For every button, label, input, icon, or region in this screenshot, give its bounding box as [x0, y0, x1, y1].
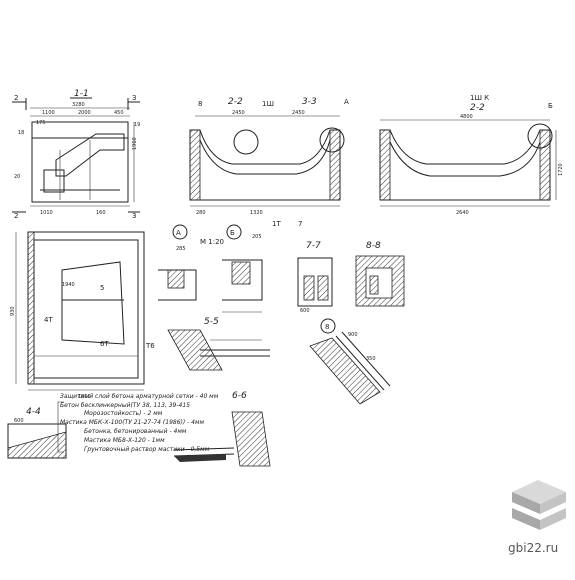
dim-1940: 1940: [62, 282, 75, 288]
section-6-6-title: 6-6: [232, 391, 247, 401]
detail-a-b: А М 1:20 Б 285 205: [158, 224, 263, 313]
dim-1320: 1320: [250, 210, 263, 216]
tag-8-top: 8: [198, 100, 202, 108]
section-2-2-right-title: 2-2: [470, 103, 485, 113]
section-6-6: 6-6: [173, 391, 271, 467]
dim-2000: 2000: [78, 110, 91, 116]
tag-19: 19: [134, 122, 140, 128]
scale-label: М 1:20: [200, 238, 224, 246]
dim-600-b: 600: [14, 418, 24, 424]
plan-view: 1940 4Т 5 6Т Т6 1800 930: [10, 231, 155, 400]
tag-7-top: 7: [298, 220, 302, 228]
callout-b-top: Б: [548, 102, 553, 110]
tag-1t: 1Т: [272, 220, 281, 228]
mark-3-top: 3: [132, 94, 136, 102]
section-2-2-title: 2-2: [228, 97, 243, 107]
dim-175: 175: [36, 120, 46, 126]
mark-3-bottom: 3: [132, 212, 136, 220]
notes-block: Защитный слой бетона арматурной сетки - …: [57, 393, 219, 453]
dim-205: 205: [252, 234, 262, 240]
section-1-1: 1-1 2 3 3280 1100 2000 450 175 18 19 20 …: [12, 89, 140, 220]
dim-4800: 4800: [460, 114, 473, 120]
dim-1800: 1800: [78, 394, 91, 400]
dim-2450-b: 2450: [292, 110, 305, 116]
callout-a-top: А: [344, 98, 349, 106]
section-1-1-title: 1-1: [74, 89, 89, 99]
dim-1010: 1010: [40, 210, 53, 216]
tag-6t: 6Т: [100, 340, 109, 348]
note-6: Мастика МБ8-Х-120 - 1мм: [84, 437, 165, 444]
note-4: Мастика МБК-Х-100(ТУ 21-27-74 (1986)) - …: [60, 419, 205, 426]
tag-5: 5: [100, 284, 104, 292]
dim-900: 900: [348, 332, 358, 338]
dim-1100: 1100: [42, 110, 55, 116]
note-2: Бетон бесклинкерный(ТУ 38, 113, 39-415: [60, 402, 190, 409]
section-5-5-title: 5-5: [204, 317, 219, 327]
callout-b-detail: Б: [230, 229, 235, 237]
watermark-text: gbi22.ru: [508, 541, 558, 555]
dim-285: 285: [176, 246, 186, 252]
tag-8-detail: 8: [325, 323, 329, 331]
tag-4t: 4Т: [44, 316, 53, 324]
section-5-5: 5-5: [167, 317, 270, 371]
section-7-7: 7-7 600: [297, 241, 333, 314]
dim-2640: 2640: [456, 210, 469, 216]
dim-3280: 3280: [72, 102, 85, 108]
mark-1sh-k: 1Ш К: [470, 94, 489, 102]
dim-160: 160: [96, 210, 106, 216]
dim-1720: 1720: [558, 163, 564, 176]
note-1: Защитный слой бетона арматурной сетки - …: [60, 393, 219, 400]
dim-1960: 1960: [132, 137, 138, 150]
mark-2-bottom: 2: [14, 212, 18, 220]
mark-1sh: 1Ш: [262, 100, 274, 108]
section-2-2-right: 1Ш К 2-2 Б 4800 1720 2640: [379, 94, 564, 216]
section-4-4-title: 4-4: [26, 407, 41, 417]
section-8-8: 8-8: [355, 241, 405, 307]
mark-2-top: 2: [14, 94, 18, 102]
section-2-2-3-3: 2-2 1Ш 3-3 А 8 2450 2450 1320 280 1Т 7: [189, 97, 349, 228]
site-logo: [512, 480, 566, 530]
dim-450: 450: [114, 110, 124, 116]
detail-8: 8 900 350: [309, 318, 391, 405]
dim-930: 930: [10, 306, 16, 316]
tag-t6: Т6: [145, 342, 155, 350]
dim-600: 600: [300, 308, 310, 314]
section-4-4: 4-4 600: [7, 407, 67, 459]
note-5: Бетонка, бетонированный - 4мм: [84, 428, 187, 435]
note-7: Грунтовочный раствор мастики - 0,5мм: [84, 446, 210, 453]
dim-280: 280: [196, 210, 206, 216]
note-3: Морозостойкость) - 2 мм: [84, 410, 163, 417]
dim-350: 350: [366, 356, 376, 362]
tag-20: 20: [14, 174, 20, 180]
tag-18: 18: [18, 130, 24, 136]
dim-2450-a: 2450: [232, 110, 245, 116]
section-3-3-title: 3-3: [302, 97, 317, 107]
section-7-7-title: 7-7: [306, 241, 321, 251]
callout-a-detail: А: [176, 229, 181, 237]
section-8-8-title: 8-8: [366, 241, 381, 251]
